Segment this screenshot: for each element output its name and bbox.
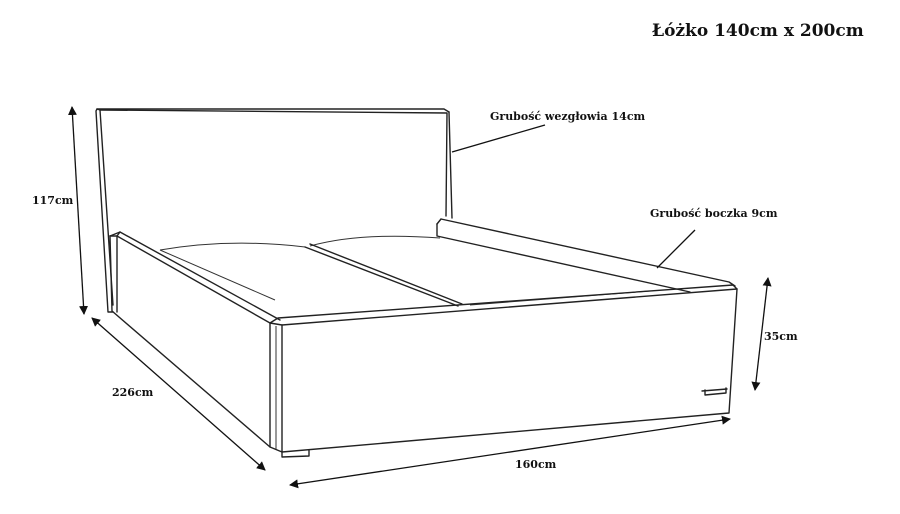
leader-lines (451, 124, 696, 269)
length-arrow (91, 317, 266, 471)
side-thickness-leader (656, 229, 696, 269)
height-headboard-arrow (67, 106, 89, 315)
height-frame-arrow (751, 277, 772, 391)
width-label: 160cm (515, 458, 557, 471)
headboard (95, 108, 453, 313)
mattress-base (159, 235, 651, 307)
footboard (269, 284, 738, 453)
side-rail-back (436, 218, 736, 293)
height-headboard-label: 117cm (32, 194, 74, 207)
bed-drawing (95, 108, 738, 458)
length-label: 226cm (112, 386, 154, 399)
side-rail-left (109, 231, 281, 448)
width-arrow (289, 415, 731, 489)
headboard-thickness-leader (451, 124, 546, 153)
diagram-title: Łóżko 140cm x 200cm (652, 21, 864, 41)
headboard-thickness-label: Grubość wezgłowia 14cm (490, 110, 646, 123)
side-thickness-label: Grubość boczka 9cm (650, 207, 778, 220)
height-frame-label: 35cm (764, 330, 798, 343)
dimension-arrows (67, 106, 772, 489)
